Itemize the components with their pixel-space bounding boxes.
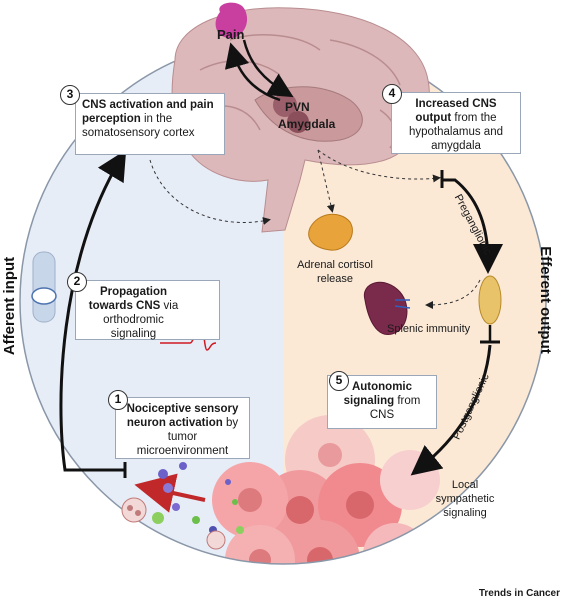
dashed-adrenal-arrow [317,149,335,213]
ganglion [478,275,502,325]
spleen-vessels [394,299,411,309]
step-2-box: Propagation towards CNS via orthodromic … [75,280,220,340]
journal-footer: Trends in Cancer [478,588,560,599]
step-2-badge: 2 [67,272,87,292]
arrow-pain-to-pvn [242,39,294,98]
adrenal-gland [308,213,353,251]
afferent-arrow [59,149,127,472]
adrenal-label-line-2: release [316,273,354,285]
dashed-pregang-arrow [317,149,441,183]
step-2-text: via orthodromic signaling [103,300,179,340]
preganglionic-arrow [442,178,503,274]
step-5-bold: Autonomic signaling [343,381,413,407]
spleen [363,281,408,335]
tumor-signal-arrow [134,473,206,513]
step-3-text: in the somatosensory cortex [82,113,195,139]
step-1-text: by tumor microenvironment [136,417,239,457]
step-2-bold: Propagation towards CNS [88,286,168,312]
step-1-badge: 1 [108,390,128,410]
local-label-line-1: Local [451,479,479,491]
dorsal-root-ganglion-icon [31,251,57,323]
efferent-output-label: Efferent output [537,246,554,353]
step-5-badge: 5 [329,371,349,391]
step-1-box: Nociceptive sensory neuron activation by… [115,397,250,459]
afferent-input-label: Afferent input [1,257,18,355]
step-3-bold: CNS activation and pain perception [82,99,214,125]
local-sympathetic-label: Local sympathetic signaling [425,478,505,520]
pain-label: Pain [217,27,245,42]
step-5-text: from CNS [369,395,421,421]
local-label-line-2: sympathetic [435,493,495,505]
step-5-box: Autonomic signaling from CNS [327,375,437,429]
amygdala-label: Amygdala [278,117,336,131]
tumor-molecules [121,462,244,550]
adrenal-label: Adrenal cortisol release [280,258,390,286]
dashed-cortex-arrow [149,159,271,225]
step-4-text: from the hypothalamus and amygdala [409,112,503,152]
step-3-badge: 3 [60,85,80,105]
step-1-bold: Nociceptive sensory neuron activation [126,403,239,429]
dashed-spleen-arrow [425,279,481,309]
step-4-badge: 4 [382,84,402,104]
splenic-immunity-label: Splenic immunity [387,323,471,335]
local-label-line-3: signaling [443,507,487,519]
pain-spot [215,2,248,39]
amygdala-region [287,111,309,133]
step-4-box: Increased CNS output from the hypothalam… [391,92,521,154]
step-3-box: CNS activation and pain perception in th… [75,93,225,155]
pvn-label: PVN [285,100,310,114]
postganglionic-arrow [410,344,492,476]
adrenal-label-line-1: Adrenal cortisol [297,259,373,271]
step-4-bold: Increased CNS output [415,98,497,124]
